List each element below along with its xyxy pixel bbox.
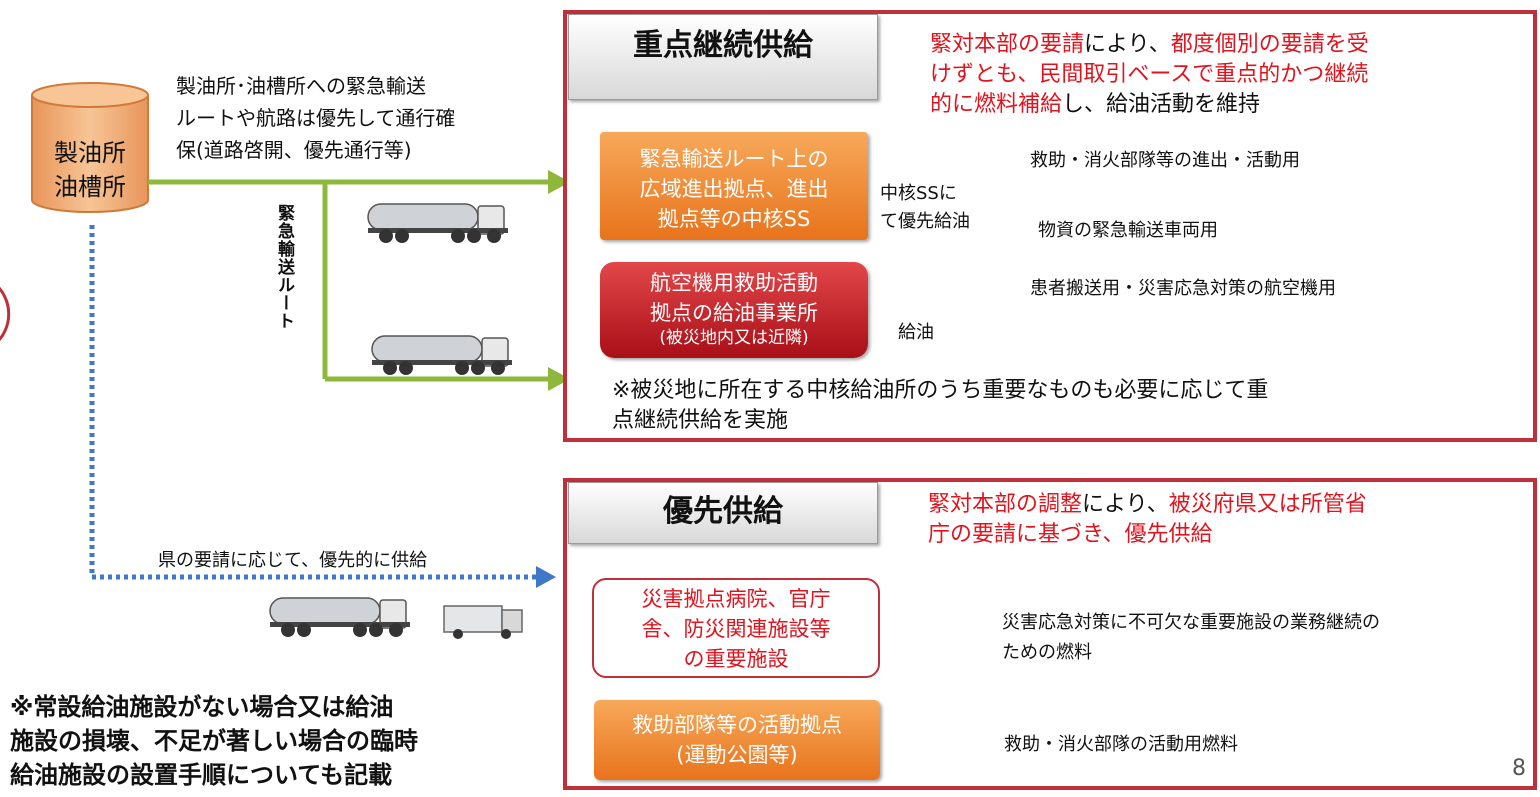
- continuous-note: ※被災地に所在する中核給油所のうち重要なものも必要に応じて重 点継続供給を実施: [612, 376, 1268, 436]
- rescue-base-line2: (運動公園等): [676, 743, 798, 767]
- footnote-line2: 施設の損壊、不足が著しい場合の臨時: [10, 727, 418, 755]
- arrow1-line2: て優先給油: [880, 211, 970, 232]
- desc-black-2: し、給油活動を維持: [1062, 92, 1261, 117]
- p-desc-black-1: により、: [1082, 492, 1169, 517]
- aviation-line2: 拠点の給油事業所: [650, 301, 818, 325]
- small-tank-truck-icon: [443, 605, 523, 639]
- dotted-line-label: 県の要請に応じて、優先的に供給: [158, 550, 428, 571]
- priority-supply-title: 優先供給: [568, 482, 878, 544]
- arrow2-label: 給油: [898, 322, 934, 343]
- brace1-label: 災害応急対策に不可欠な重要施設の業務継続の ための燃料: [1002, 608, 1380, 668]
- arrow1-label: 中核SSに て優先給油: [880, 180, 970, 236]
- brace1-line2: ための燃料: [1002, 642, 1092, 663]
- storage-tank-icon: [31, 82, 149, 213]
- left-edge-circle-fragment: [0, 286, 11, 342]
- brace2-label: 救助・消火部隊の活動用燃料: [1004, 734, 1238, 755]
- refinery-line2: 油槽所: [54, 173, 126, 201]
- aviation-line1: 航空機用救助活動: [650, 271, 818, 295]
- dotted-arrow-head: [536, 566, 556, 588]
- route-note-line3: 保(道路啓開、優先通行等): [176, 138, 412, 162]
- green-flow-lines: [148, 179, 548, 382]
- p-desc-red-2: 被災府県又は所管省: [1168, 492, 1367, 517]
- continuous-supply-desc: 緊対本部の要請により、都度個別の要請を受 けずとも、民間取引ベースで重点的かつ継…: [930, 30, 1369, 120]
- core-ss-box: 緊急輸送ルート上の 広域進出拠点、進出 拠点等の中核SS: [600, 132, 868, 240]
- continuous-supply-title: 重点継続供給: [568, 14, 878, 100]
- desc-red-3: けずとも、民間取引ベースで重点的かつ継続: [930, 62, 1369, 87]
- dotted-supply-line: [89, 225, 538, 580]
- footnote-line3: 給油施設の設置手順についても記載: [10, 761, 393, 789]
- tanker-truck-icon-1: [367, 203, 508, 243]
- core-ss-line3: 拠点等の中核SS: [657, 207, 811, 231]
- important-facilities-box: 災害拠点病院、官庁 舎、防災関連施設等 の重要施設: [592, 578, 880, 678]
- priority-supply-desc: 緊対本部の調整により、被災府県又は所管省 庁の要請に基づき、優先供給: [928, 490, 1367, 550]
- facilities-line3: の重要施設: [683, 647, 789, 671]
- p-desc-red-3: 庁の要請に基づき、優先供給: [928, 522, 1213, 547]
- route-note: 製油所･油槽所への緊急輸送 ルートや航路は優先して通行確 保(道路啓開、優先通行…: [176, 70, 455, 166]
- brace1-line1: 災害応急対策に不可欠な重要施設の業務継続の: [1002, 612, 1380, 633]
- rescue-base-box: 救助部隊等の活動拠点 (運動公園等): [594, 700, 880, 780]
- aviation-line3: (被災地内又は近隣): [659, 328, 809, 348]
- emergency-route-vertical-label: 緊急輸送ルート: [274, 204, 294, 330]
- note-line1: ※被災地に所在する中核給油所のうち重要なものも必要に応じて重: [612, 378, 1269, 403]
- desc-red-2: 都度個別の要請を受: [1170, 32, 1369, 57]
- arrow-head-2: [548, 367, 570, 391]
- refinery-label: 製油所 油槽所: [44, 136, 136, 204]
- core-ss-line2: 広域進出拠点、進出: [639, 177, 829, 201]
- desc-red-4: 的に燃料補給: [930, 92, 1063, 117]
- aviation-station-box: 航空機用救助活動 拠点の給油事業所 (被災地内又は近隣): [600, 262, 868, 358]
- note-line2: 点継続供給を実施: [612, 408, 789, 433]
- refinery-line1: 製油所: [54, 139, 126, 167]
- facilities-line1: 災害拠点病院、官庁: [641, 587, 831, 611]
- page-number: 8: [1512, 756, 1526, 781]
- tanker-truck-icon-3: [269, 597, 410, 637]
- route-note-line2: ルートや航路は優先して通行確: [176, 106, 456, 130]
- desc-black-1: により、: [1084, 32, 1171, 57]
- p-desc-red-1: 緊対本部の調整: [928, 492, 1083, 517]
- rescue-base-line1: 救助部隊等の活動拠点: [632, 713, 842, 737]
- goods-vehicles-label: 物資の緊急輸送車両用: [1038, 220, 1218, 241]
- footnote: ※常設給油施設がない場合又は給油 施設の損壊、不足が著しい場合の臨時 給油施設の…: [10, 690, 418, 792]
- tanker-truck-icon-2: [371, 335, 512, 375]
- desc-red-1: 緊対本部の要請: [930, 32, 1085, 57]
- core-ss-line1: 緊急輸送ルート上の: [639, 147, 829, 171]
- arrow1-line1: 中核SSに: [880, 183, 957, 204]
- vehicles-label: 救助・消火部隊等の進出・活動用: [1030, 150, 1300, 171]
- aircraft-label: 患者搬送用・災害応急対策の航空機用: [1030, 278, 1336, 299]
- arrow-head-1: [548, 170, 570, 194]
- facilities-line2: 舎、防災関連施設等: [641, 617, 831, 641]
- footnote-line1: ※常設給油施設がない場合又は給油: [10, 693, 394, 721]
- route-note-line1: 製油所･油槽所への緊急輸送: [176, 74, 426, 98]
